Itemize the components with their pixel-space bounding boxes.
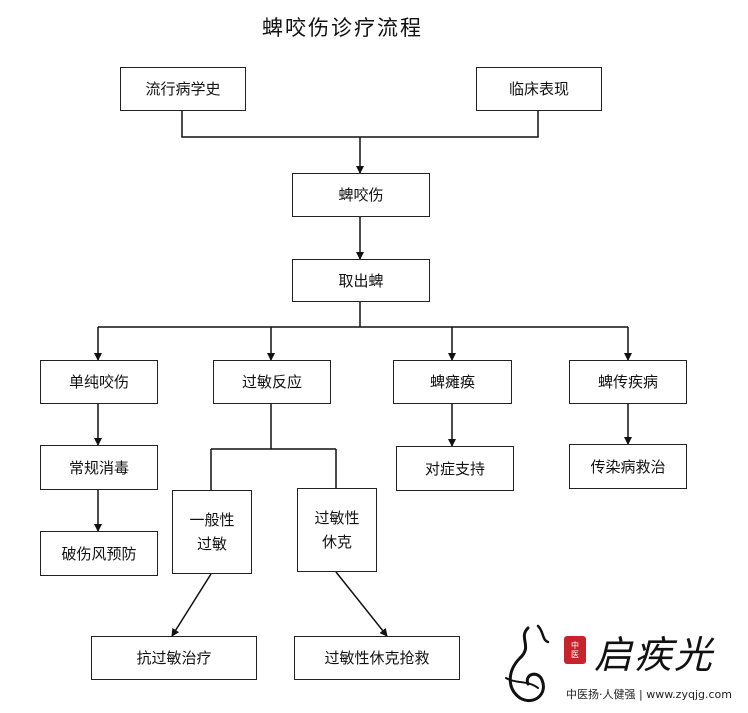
node-remove-tick: 取出蜱 bbox=[292, 259, 430, 302]
node-bite: 蜱咬伤 bbox=[292, 173, 430, 217]
node-anti-allergy: 抗过敏治疗 bbox=[91, 636, 257, 680]
seal-icon: 中医 bbox=[564, 636, 586, 664]
node-routine-disinfect: 常规消毒 bbox=[40, 445, 158, 490]
calligraphy-icon bbox=[505, 624, 550, 703]
logo-brand: 启疾光 bbox=[594, 633, 715, 677]
node-symptomatic-support: 对症支持 bbox=[396, 446, 514, 491]
diagram-title: 蜱咬伤诊疗流程 bbox=[262, 16, 423, 40]
node-epidemiology: 流行病学史 bbox=[120, 67, 246, 111]
node-allergic-reaction: 过敏反应 bbox=[213, 360, 331, 404]
logo-subtitle: 中医扬·人健强 | www.zyqjg.com bbox=[566, 688, 732, 701]
node-infectious-treatment: 传染病救治 bbox=[569, 444, 687, 489]
watermark-logo: 中医 启疾光 中医扬·人健强 | www.zyqjg.com bbox=[498, 618, 748, 713]
node-general-allergy: 一般性 过敏 bbox=[172, 490, 252, 574]
node-tetanus-prevention: 破伤风预防 bbox=[40, 531, 158, 576]
node-shock-rescue: 过敏性休克抢救 bbox=[294, 636, 460, 680]
node-clinical: 临床表现 bbox=[476, 67, 602, 111]
node-paralysis: 蜱瘫痪 bbox=[393, 360, 512, 404]
node-tickborne-disease: 蜱传疾病 bbox=[569, 360, 687, 404]
node-simple-bite: 单纯咬伤 bbox=[40, 360, 158, 404]
node-anaphylactic-shock: 过敏性 休克 bbox=[297, 488, 377, 572]
